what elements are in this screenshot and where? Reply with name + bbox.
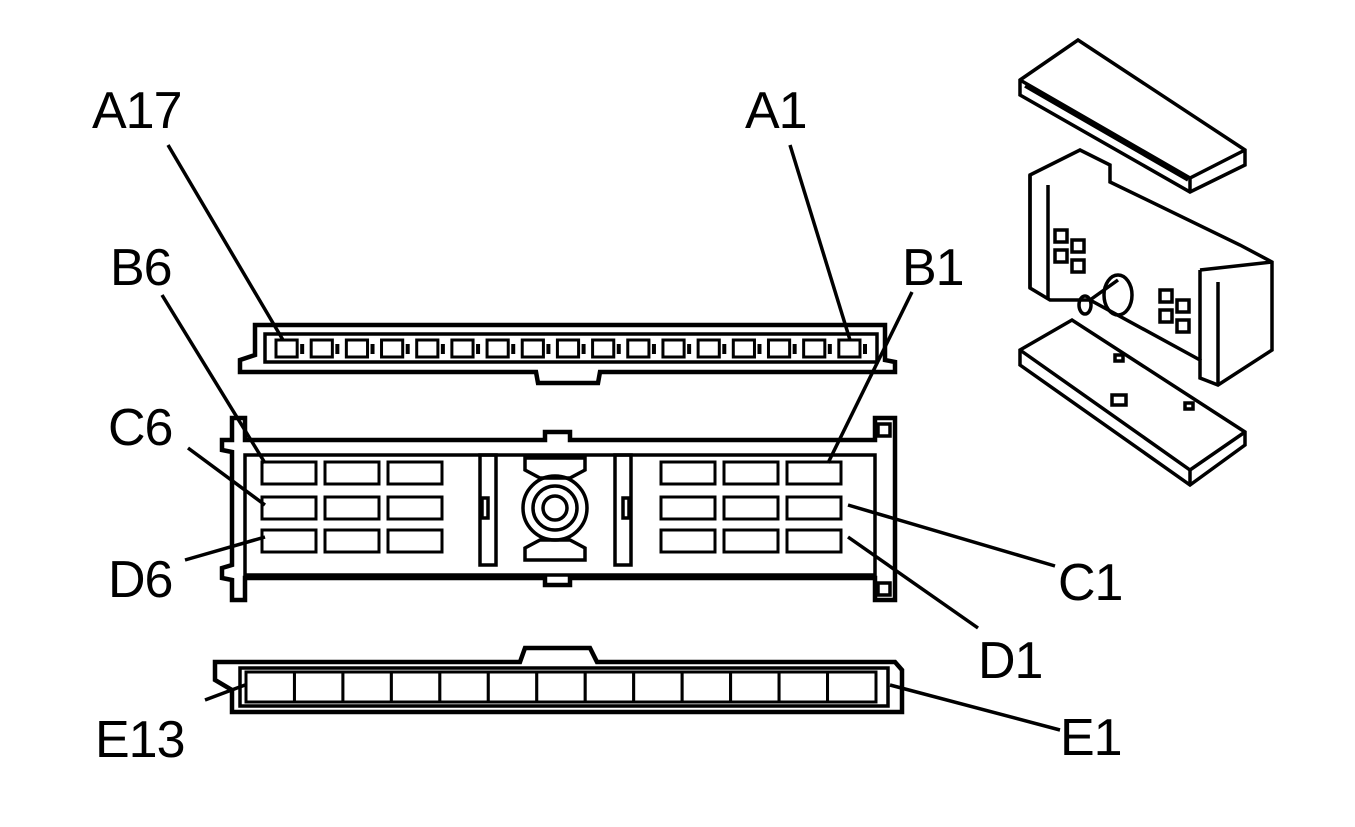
row-e-pin [244, 670, 296, 704]
row-e-pin [826, 670, 878, 704]
row-c-cavity [722, 495, 780, 521]
row-a-pin [555, 338, 581, 359]
row-b-cavity [323, 460, 381, 486]
row-a-pin-divider [300, 344, 305, 354]
label-a1: A1 [745, 82, 807, 140]
row-a-pin-divider [511, 344, 516, 354]
row-a-pin [309, 338, 334, 359]
row-b-cavity [722, 460, 780, 486]
row-a-pin-divider [827, 344, 832, 354]
row-e-pin [535, 670, 587, 704]
label-e1: E1 [1060, 709, 1122, 767]
row-a-pin [802, 338, 827, 359]
center-connector [219, 415, 898, 603]
row-a-pin-divider [863, 344, 867, 354]
row-e-pin [292, 670, 345, 704]
row-b-cavity [260, 460, 318, 486]
row-e-pin [729, 670, 781, 704]
row-a-pin [661, 338, 686, 359]
row-a-pin [380, 338, 405, 359]
row-e-connector [212, 645, 905, 715]
row-a-pin [450, 338, 475, 359]
row-b-cavity [386, 460, 444, 486]
row-a-pin [274, 338, 299, 359]
row-c-cavity [260, 495, 318, 521]
label-c1: C1 [1058, 554, 1122, 612]
row-a-pin [591, 338, 616, 359]
row-a-pin-divider [687, 344, 692, 354]
row-e-pin [438, 670, 490, 704]
row-e-pin [389, 670, 442, 704]
row-e-pin [632, 670, 684, 704]
row-a-pin-divider [581, 344, 586, 354]
row-a-connector [237, 322, 898, 386]
row-b-cavity [785, 460, 843, 486]
leader-lines [160, 144, 1061, 732]
row-a-pin [626, 338, 651, 359]
label-b6: B6 [110, 239, 172, 297]
row-d-cavity [386, 528, 444, 554]
row-a-pin-divider [757, 344, 762, 354]
row-e-pin [680, 670, 733, 704]
row-e-pin [486, 670, 539, 704]
row-a-pin [415, 338, 440, 359]
row-a-pin [344, 338, 370, 359]
row-a-pin-divider [722, 344, 727, 354]
row-a-pin-divider [370, 344, 375, 354]
label-a17: A17 [92, 82, 182, 140]
label-d1: D1 [978, 632, 1042, 690]
row-d-cavity [785, 528, 843, 554]
row-a-pins [274, 338, 867, 359]
row-a-pin-divider [476, 344, 481, 354]
row-c-cavity [659, 495, 717, 521]
row-a-pin-divider [651, 344, 656, 354]
row-a-pin [837, 338, 862, 359]
label-e13: E13 [95, 711, 185, 769]
row-e-pins [244, 670, 878, 704]
row-a-pin [731, 338, 756, 359]
row-d-cavity [659, 528, 717, 554]
row-a-pin-divider [405, 344, 410, 354]
row-d-cavity [323, 528, 381, 554]
row-a-pin-divider [616, 344, 621, 354]
row-b-cavity [659, 460, 717, 486]
row-d-cavity [722, 528, 780, 554]
row-a-pin [520, 338, 545, 359]
row-a-pin-divider [792, 344, 797, 354]
row-bcd-cavities [260, 460, 843, 554]
row-a-pin [485, 338, 510, 359]
row-a-pin [696, 338, 721, 359]
label-c6: C6 [108, 399, 172, 457]
center-bolt-icon [521, 456, 589, 562]
isometric-connector-view [1018, 37, 1274, 488]
row-a-pin [766, 338, 792, 359]
row-c-cavity [386, 495, 444, 521]
row-a-pin-divider [546, 344, 551, 354]
row-a-pin-divider [440, 344, 445, 354]
row-e-pin [583, 670, 636, 704]
right-latch-slot [613, 453, 633, 567]
row-e-pin [341, 670, 393, 704]
left-latch-slot [478, 453, 498, 567]
row-c-cavity [323, 495, 381, 521]
row-e-pin [777, 670, 830, 704]
row-d-cavity [260, 528, 318, 554]
row-c-cavity [785, 495, 843, 521]
label-d6: D6 [108, 551, 172, 609]
row-a-pin-divider [335, 344, 340, 354]
label-b1: B1 [902, 239, 964, 297]
